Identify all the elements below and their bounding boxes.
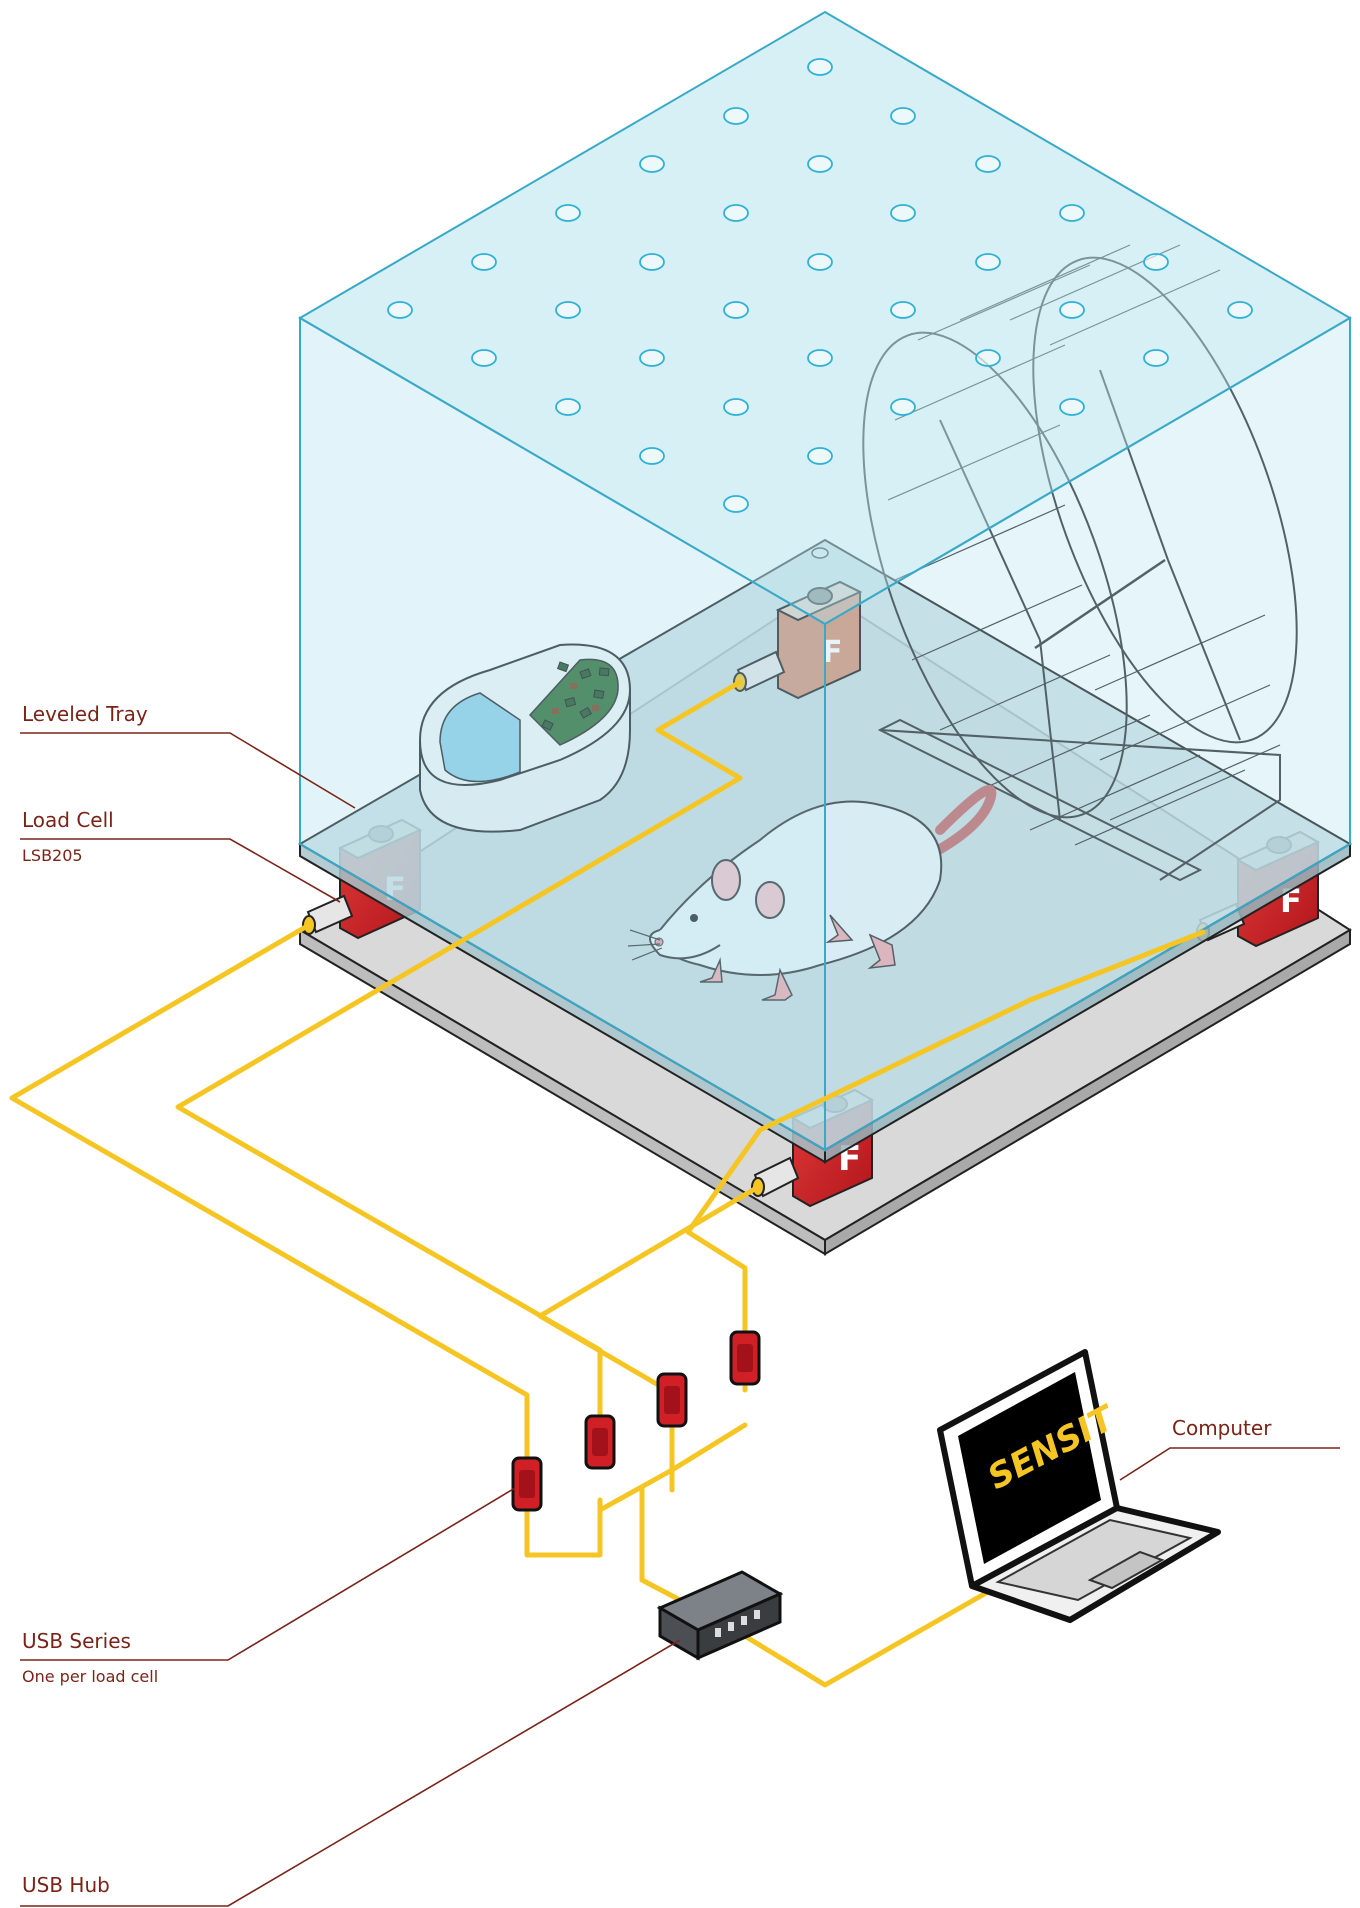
leader-usb-hub (20, 1639, 681, 1907)
label-load-cell: Load Cell (22, 808, 114, 832)
rat-illustration (627, 785, 997, 1001)
label-usb-series: USB Series (22, 1629, 131, 1653)
label-usb-series-note: One per load cell (22, 1667, 159, 1686)
load-cell-logo: F (822, 635, 843, 670)
usb-dongle-icon (656, 1372, 688, 1428)
usb-hub-icon (656, 1570, 784, 1661)
leader-computer (1119, 1447, 1340, 1481)
usb-dongles (511, 1330, 761, 1512)
food-and-water-dish (418, 643, 632, 833)
laptop-icon: SENSIT (937, 1349, 1221, 1623)
usb-dongle-icon (729, 1330, 761, 1386)
glass-enclosure (298, 10, 1352, 1152)
leader-usb-series (20, 1487, 516, 1661)
label-leveled-tray: Leveled Tray (22, 702, 148, 726)
label-load-cell-model: LSB205 (22, 846, 83, 865)
label-usb-hub: USB Hub (22, 1873, 110, 1897)
leader-lines (20, 732, 1340, 1907)
leader-leveled-tray (20, 732, 356, 809)
usb-dongle-icon (511, 1456, 543, 1512)
leader-load-cell (20, 838, 341, 903)
air-holes (387, 58, 1253, 513)
usb-dongle-icon (584, 1414, 616, 1470)
label-computer: Computer (1172, 1416, 1272, 1440)
